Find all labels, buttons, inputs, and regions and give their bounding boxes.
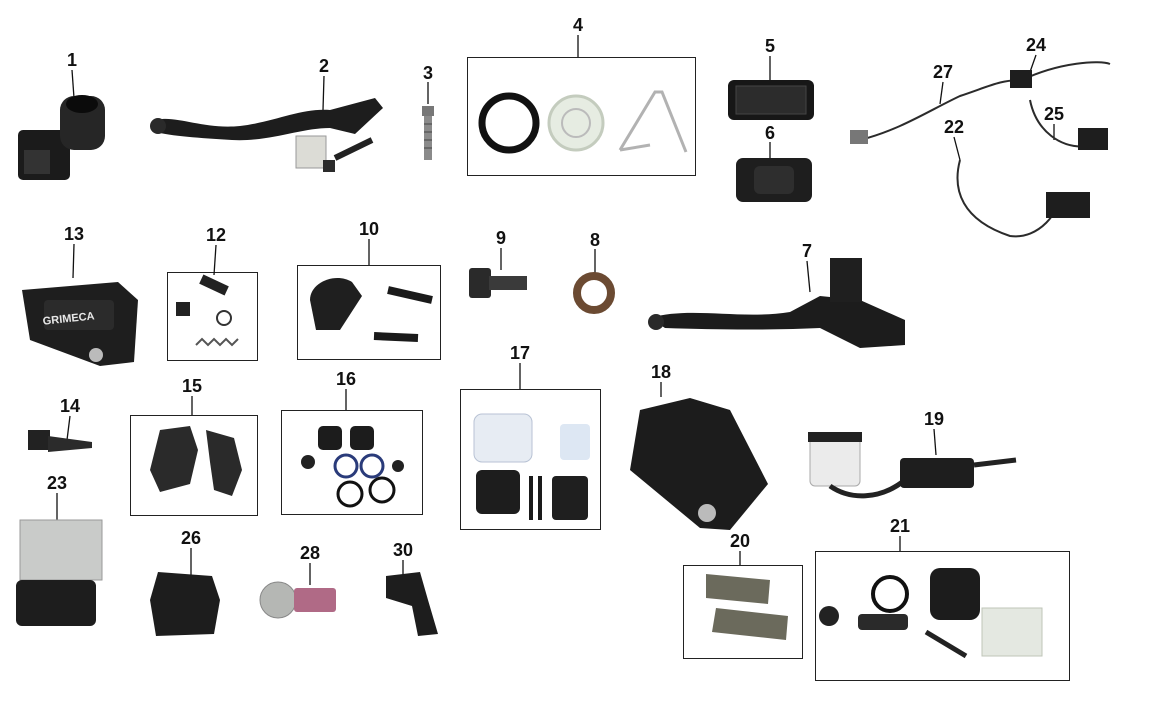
part-number-9: 9 bbox=[495, 228, 507, 248]
part-14-bleeder-valve bbox=[28, 430, 92, 452]
group-box-16 bbox=[281, 410, 423, 515]
part-number-4: 4 bbox=[572, 15, 584, 35]
part-number-10: 10 bbox=[358, 219, 380, 239]
caliper-brand-text: GRIMECA bbox=[42, 310, 95, 327]
part-17-reservoir-kit bbox=[473, 413, 590, 520]
part-20-rear-brake-pads bbox=[706, 574, 788, 640]
part-number-20: 20 bbox=[729, 531, 751, 551]
part-2-lever bbox=[150, 98, 383, 172]
part-number-6: 6 bbox=[764, 123, 776, 143]
group-box-10 bbox=[297, 265, 441, 360]
part-number-5: 5 bbox=[764, 36, 776, 56]
part-number-15: 15 bbox=[181, 376, 203, 396]
part-13-brake-caliper bbox=[22, 282, 138, 366]
part-16-caliper-seal-kit bbox=[301, 426, 404, 508]
part-number-3: 3 bbox=[422, 63, 434, 83]
leader-lines bbox=[56, 35, 1055, 585]
part-28-bolt bbox=[259, 581, 336, 619]
part-3-adjuster-screw bbox=[422, 106, 434, 160]
part-26-cover-boot bbox=[150, 572, 220, 636]
part-number-16: 16 bbox=[335, 369, 357, 389]
part-number-1: 1 bbox=[66, 50, 78, 70]
part-number-22: 22 bbox=[943, 117, 965, 137]
group-box-4 bbox=[467, 57, 696, 176]
part-number-17: 17 bbox=[509, 343, 531, 363]
part-8-copper-washer bbox=[573, 272, 615, 314]
part-15-brake-pads bbox=[150, 426, 242, 496]
part-number-19: 19 bbox=[923, 409, 945, 429]
part-number-24: 24 bbox=[1025, 35, 1047, 55]
part-number-13: 13 bbox=[63, 224, 85, 244]
part-number-18: 18 bbox=[650, 362, 672, 382]
group-box-15 bbox=[130, 415, 258, 516]
part-number-23: 23 bbox=[46, 473, 68, 493]
group-box-21 bbox=[815, 551, 1070, 681]
part-number-2: 2 bbox=[318, 56, 330, 76]
part-number-25: 25 bbox=[1043, 104, 1065, 124]
part-6-diaphragm bbox=[736, 158, 812, 202]
part-22-27-switch-harness bbox=[850, 61, 1111, 238]
part-1-clamp-bracket bbox=[18, 95, 105, 180]
part-number-7: 7 bbox=[801, 241, 813, 261]
part-number-14: 14 bbox=[59, 396, 81, 416]
part-10-clamp-bolts bbox=[310, 278, 433, 342]
part-number-26: 26 bbox=[180, 528, 202, 548]
part-number-28: 28 bbox=[299, 543, 321, 563]
part-7-master-cylinder-lever bbox=[648, 258, 905, 348]
part-19-rear-master-cylinder bbox=[808, 432, 1017, 499]
part-23-switch-block bbox=[16, 519, 103, 626]
part-30-bracket bbox=[386, 572, 438, 636]
part-number-30: 30 bbox=[392, 540, 414, 560]
part-number-8: 8 bbox=[589, 230, 601, 250]
part-12-pin-kit bbox=[176, 274, 239, 347]
part-5-reservoir-cover bbox=[728, 80, 814, 120]
part-number-27: 27 bbox=[932, 62, 954, 82]
part-4-seal-kit bbox=[478, 90, 688, 154]
part-number-21: 21 bbox=[889, 516, 911, 536]
part-21-master-repair-kit bbox=[819, 568, 1043, 659]
group-box-12 bbox=[167, 272, 258, 361]
part-18-rear-caliper bbox=[630, 398, 768, 530]
group-box-17 bbox=[460, 389, 601, 530]
part-number-12: 12 bbox=[205, 225, 227, 245]
part-9-banjo-bolt bbox=[469, 268, 527, 298]
group-box-20 bbox=[683, 565, 803, 659]
